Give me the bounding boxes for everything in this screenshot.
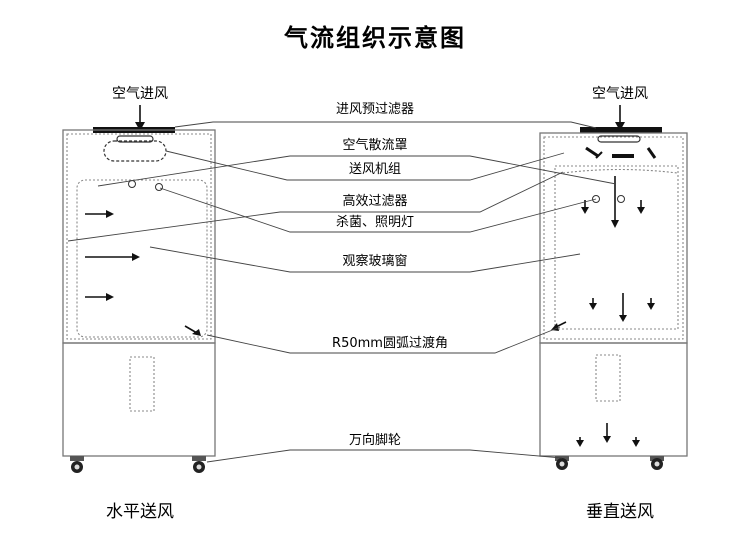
callout-diffuser-hood: 空气散流罩 <box>342 137 407 153</box>
cabinet-leg-panel-left <box>129 356 155 412</box>
cabinet-upper-left <box>62 129 216 344</box>
work-chamber-right <box>554 165 679 330</box>
uv-lamp-left-1 <box>128 180 136 188</box>
blower-unit-right <box>597 135 641 143</box>
cabinet-base-left <box>62 342 216 457</box>
air-inlet-label-right: 空气进风 <box>592 86 648 102</box>
uv-lamp-left-2 <box>155 183 163 191</box>
vertical-flow-cabinet: 空气进风 <box>539 86 688 522</box>
prefilter-right <box>580 127 662 133</box>
mode-label-vertical: 垂直送风 <box>586 502 654 522</box>
cabinet-inner-outline-left <box>66 133 212 340</box>
callout-prefilter: 进风预过滤器 <box>336 102 414 117</box>
cabinet-base-right <box>539 342 688 457</box>
air-inlet-arrow-left <box>135 105 145 131</box>
callout-blower-unit: 送风机组 <box>349 162 401 177</box>
blower-unit-left <box>116 135 154 143</box>
vertical-flow-arrows-middle <box>589 293 655 322</box>
mode-label-horizontal: 水平送风 <box>106 502 174 522</box>
air-inlet-label-left: 空气进风 <box>112 86 168 102</box>
uv-lamp-right-2 <box>617 195 625 203</box>
corner-arrow-right <box>551 321 567 331</box>
cabinet-leg-panel-right <box>595 354 621 402</box>
horizontal-flow-arrows <box>85 210 201 336</box>
callout-caster: 万向脚轮 <box>349 432 401 448</box>
uv-lamp-right-1 <box>592 195 600 203</box>
cabinet-upper-right <box>539 132 688 344</box>
diffuser-hood-left <box>103 140 167 162</box>
caster-wheels-left <box>70 456 206 473</box>
horizontal-flow-cabinet: 空气进风 水平送风 <box>62 86 216 522</box>
callout-uv-light: 杀菌、照明灯 <box>336 215 414 230</box>
callout-glass-window: 观察玻璃窗 <box>342 253 407 269</box>
caster-wheels-right <box>555 456 664 470</box>
hepa-filter-right <box>562 168 678 174</box>
diffuser-hood-right <box>585 146 657 159</box>
leader-lines <box>67 121 617 463</box>
work-chamber-left <box>76 179 208 338</box>
diagram-title: 气流组织示意图 <box>283 24 466 52</box>
callout-r50-corner: R50mm圆弧过渡角 <box>332 335 448 351</box>
vertical-flow-arrows-bottom <box>576 423 640 447</box>
callout-labels: 进风预过滤器 空气散流罩 送风机组 高效过滤器 杀菌、照明灯 观察玻璃窗 R50… <box>332 102 448 448</box>
cabinet-inner-outline-right <box>543 136 684 340</box>
air-inlet-arrow-right <box>615 105 625 131</box>
callout-hepa-filter: 高效过滤器 <box>342 193 407 209</box>
